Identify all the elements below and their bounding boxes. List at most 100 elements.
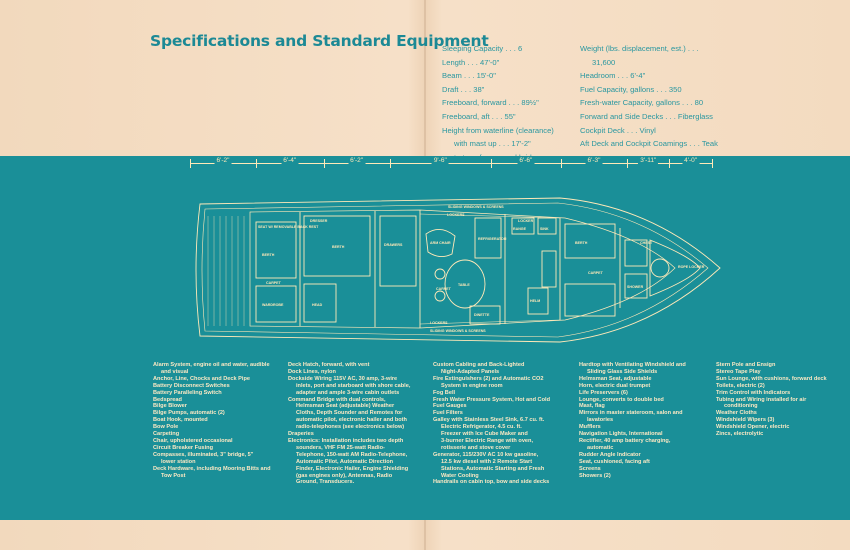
list-item: 12.5 kw diesel with 2 Remote Start: [441, 458, 533, 465]
list-item: Chair, upholstered occasional: [153, 437, 233, 444]
list-item: Sleeping Capacity . . . 6: [442, 44, 523, 53]
list-item: with mast up . . . 17'-2": [454, 139, 531, 149]
galley-counter: [474, 217, 502, 259]
list-item: Ground, Transducers.: [296, 479, 355, 486]
list-item: Freezer with Ice Cube Maker and: [441, 431, 528, 438]
list-item: Sun Lounge, with cushions, forward deck: [716, 375, 827, 382]
fwd-berth-port: [564, 223, 616, 259]
list-item: rotisserie and stove cover: [441, 444, 511, 451]
list-item: Fire Extinguishers (2) and Automatic CO2: [433, 375, 544, 382]
list-item: Fog Bell: [433, 389, 456, 396]
list-item: Cockpit Deck . . . Vinyl: [580, 125, 656, 135]
hull-outline: [195, 197, 721, 343]
aft-deck-grid: [207, 216, 245, 326]
plan-label-berth-aft: BERTH: [262, 253, 275, 257]
v-berth: [649, 239, 701, 297]
dimension-tick: [627, 159, 629, 168]
list-item: Draperies: [288, 431, 314, 438]
list-item: sounders, VHF FM 25-watt Radio-: [296, 444, 385, 451]
cabin-outline: [249, 209, 676, 329]
dinette-seat: [469, 305, 501, 325]
list-item: 31,600: [592, 57, 616, 67]
list-item: Forward and Side Decks . . . Fiberglass: [580, 111, 713, 121]
plan-label-rope-locker: ROPE LOCKER: [678, 265, 705, 269]
list-item: Lounge, converts to double bed: [579, 396, 664, 403]
specs-right-column: Weight (lbs. displacement, est.) . . .31…: [580, 42, 730, 151]
list-item: Helmsman Seat, adjustable: [579, 375, 652, 382]
list-item: Dock Lines, nylon: [288, 368, 336, 375]
dimension-tick: [669, 159, 671, 168]
list-item: Trim Control with Indicators: [716, 389, 791, 396]
plan-label-dresser: DRESSER: [310, 219, 328, 223]
plan-label-table: TABLE: [458, 283, 470, 287]
list-item: Electronics: Installation includes two d…: [288, 437, 404, 444]
plan-label-carpet-fwd: CARPET: [588, 271, 604, 275]
list-item: Fuel Capacity, gallons . . . 350: [580, 84, 682, 94]
list-item: Freeboard, forward . . . 89½": [442, 98, 539, 108]
list-item: Rudder Angle Indicator: [579, 451, 641, 458]
list-item: Fresh Water Pressure System, Hot and Col…: [433, 396, 550, 403]
list-item: conditioning: [724, 403, 758, 410]
dimension-tick: [491, 159, 493, 168]
plan-label-lockers-top: LOCKERS: [447, 213, 465, 217]
fwd-shower: [624, 273, 648, 299]
list-item: lavatories: [587, 417, 614, 424]
list-item: Helmsman Seat (adjustable) Weather: [296, 403, 395, 410]
mid-berth: [303, 215, 371, 277]
plan-label-chest: CHEST: [640, 241, 653, 245]
list-item: Finder, Electronic Hailer, Engine Shield…: [296, 465, 409, 472]
aft-head: [303, 283, 337, 323]
plan-label-dinette: DINETTE: [474, 313, 490, 317]
list-item: Generator, 115/230V AC 10 kw gasoline,: [433, 451, 539, 458]
list-item: Freeboard, aft . . . 55": [442, 111, 516, 121]
list-item: Stern Pole and Ensign: [716, 362, 776, 368]
plan-label-drawers: DRAWERS: [384, 243, 403, 247]
list-item: Tow Post: [161, 472, 186, 479]
list-item: Circuit Breaker Fusing: [153, 444, 213, 451]
list-item: Windshield Opener, electric: [716, 424, 790, 431]
list-item: Stereo Tape Play: [716, 368, 761, 375]
aft-berth: [255, 221, 297, 279]
list-item: Seat, cushioned, facing aft: [579, 458, 650, 465]
list-item: Beam . . . 15'-0": [442, 71, 496, 81]
salon-settee: [379, 215, 417, 287]
list-item: Cloths, Depth Sounder and Remotes for: [296, 410, 403, 417]
list-item: Showers (2): [579, 472, 611, 479]
plan-label-seat: SEAT W/ REMOVABLE BACK REST: [258, 225, 319, 229]
list-item: Compasses, illuminated, 3" bridge, 5": [153, 451, 254, 458]
list-item: Navigation Lights, International: [579, 431, 663, 438]
dimension-label: 6'-4": [281, 157, 299, 164]
list-item: Zincs, electrolytic: [716, 431, 764, 438]
list-item: Fuel Gauges: [433, 403, 467, 410]
list-item: Dockside Wiring 115V AC, 30 amp, 3-wire: [288, 375, 398, 382]
list-item: Bilge Pumps, automatic (2): [153, 410, 225, 417]
list-item: Horn, electric dual trumpet: [579, 382, 651, 389]
list-item: Length . . . 47'-0": [442, 57, 500, 67]
dimension-label: 9'-6": [431, 157, 449, 164]
equipment-column-1: Alarm System, engine oil and water, audi…: [153, 362, 270, 479]
plan-label-locker: LOCKER: [518, 219, 534, 223]
list-item: Sliding Glass Side Shields: [587, 368, 658, 375]
plan-label-wardrobe: WARDROBE: [262, 303, 284, 307]
list-item: adapter and ample 3-wire cabin outlets: [296, 389, 400, 396]
list-item: Night-Adapted Panels: [441, 368, 500, 375]
list-item: Deck Hardware, including Mooring Bitts a…: [153, 465, 271, 472]
list-item: Weather Cloths: [716, 410, 757, 417]
list-item: Tubing and Wiring installed for air: [716, 396, 807, 403]
galley-sink: [537, 217, 557, 235]
plan-label-windows-bottom: SLIDING WINDOWS & SCREENS: [430, 329, 486, 333]
dimension-label: 3'-11": [638, 157, 659, 164]
fwd-berth-stbd: [564, 283, 616, 317]
plan-label-arm-chair: ARM CHAIR: [430, 241, 451, 245]
plan-label-helm: HELM: [530, 299, 540, 303]
hull-inner: [201, 202, 709, 338]
list-item: Stations, Automatic Starting and Fresh: [441, 465, 545, 472]
salon-table: [444, 259, 486, 309]
list-item: automatic pilot, electronic hailer and b…: [296, 417, 407, 424]
list-item: Bow Pole: [153, 424, 179, 431]
deck-plan-drawing: SLIDING WINDOWS & SCREENS SLIDING WINDOW…: [195, 197, 721, 343]
